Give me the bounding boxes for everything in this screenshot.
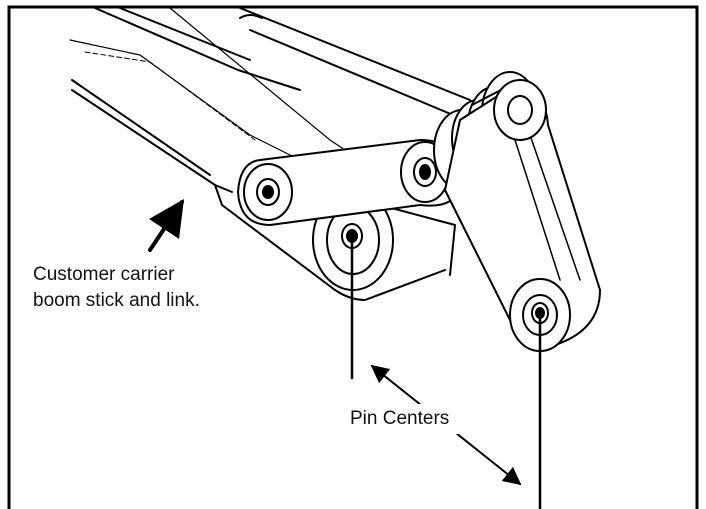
angled-link — [444, 79, 601, 352]
pin-center-lines — [350, 236, 542, 509]
customer-carrier-label: Customer carrier boom stick and link. — [33, 262, 200, 314]
pin-label-mask — [344, 404, 490, 434]
pin-centers-label: Pin Centers — [350, 408, 450, 429]
horizontal-link — [237, 139, 463, 226]
diagram-border — [7, 5, 699, 509]
cylinder-rod — [239, 7, 471, 121]
boom-stick — [69, 7, 446, 301]
customer-carrier-label-line2: boom stick and link. — [33, 290, 200, 311]
customer-carrier-leader-arrow — [148, 199, 184, 252]
customer-carrier-label-line1: Customer carrier — [33, 264, 175, 285]
